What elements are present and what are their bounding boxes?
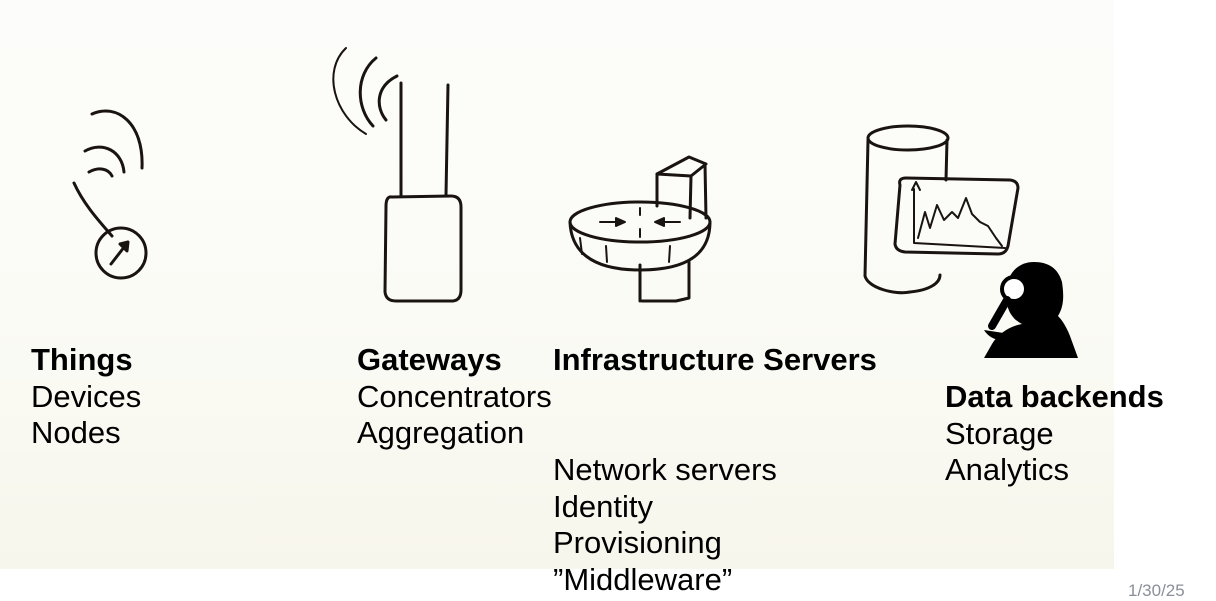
infrastructure-item-identity: Identity	[553, 488, 653, 524]
data-item-analytics: Analytics	[945, 452, 1070, 487]
infrastructure-item-provisioning: Provisioning	[553, 525, 722, 560]
data-item-storage: Storage	[945, 415, 1054, 451]
infrastructure-column: Network servers Identity Provisioning ”M…	[553, 452, 777, 598]
things-column: Things Devices Nodes	[31, 342, 141, 452]
data-backends-title: Data backends	[945, 379, 1164, 414]
things-item-nodes: Nodes	[31, 415, 121, 450]
gateways-item-aggregation: Aggregation	[357, 415, 525, 450]
gateways-item-concentrators: Concentrators	[357, 378, 552, 414]
database-analytics-sketch-icon	[863, 124, 1020, 295]
slide-date: 1/30/25	[1128, 581, 1185, 600]
gateway-sketch-icon	[332, 47, 463, 303]
data-backends-column: Data backends Storage Analytics	[945, 379, 1164, 489]
things-title: Things	[31, 342, 133, 377]
infrastructure-title: Infrastructure Servers	[553, 342, 877, 377]
gateways-column: Gateways Concentrators Aggregation	[357, 342, 552, 452]
device-sketch-icon	[72, 109, 148, 280]
things-item-devices: Devices	[31, 378, 142, 414]
infrastructure-item-network-servers: Network servers	[553, 452, 777, 487]
gateways-title: Gateways	[357, 342, 502, 377]
analyst-magnifier-icon	[984, 262, 1078, 358]
sketch-background	[0, 0, 1114, 569]
infrastructure-item-middleware: ”Middleware”	[553, 561, 733, 597]
router-server-sketch-icon	[568, 155, 712, 303]
infrastructure-title-wrap: Infrastructure Servers	[553, 342, 877, 379]
